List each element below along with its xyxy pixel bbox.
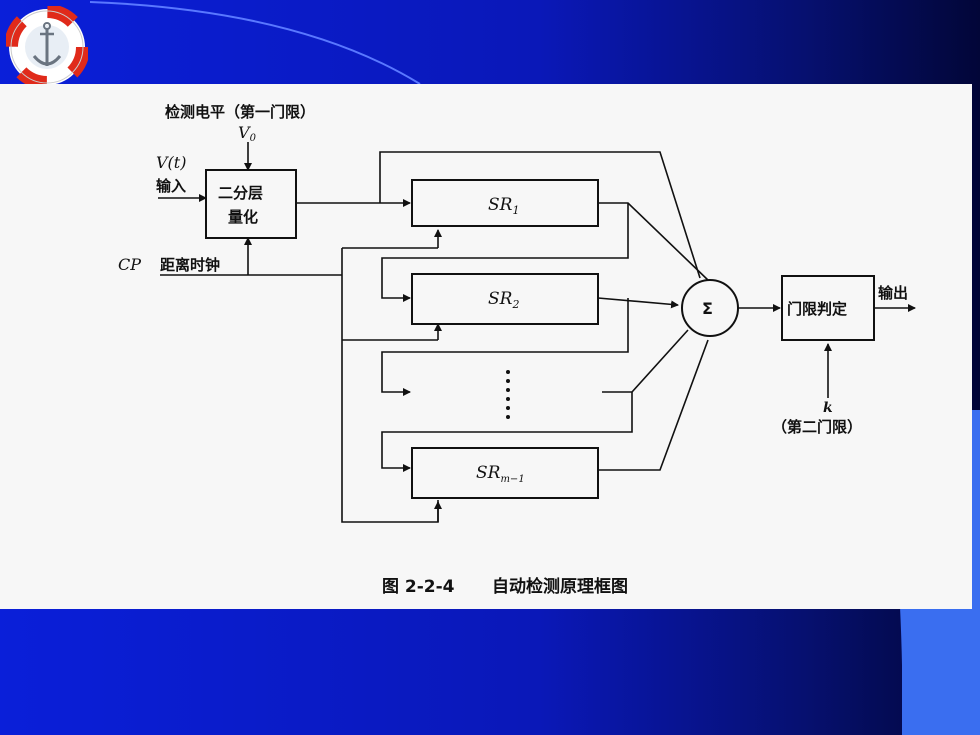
decision-label: 门限判定 [787,300,847,318]
sr2-label: SR2 [488,289,519,311]
quantizer-label-2: 量化 [228,208,258,226]
slide-top-arc [89,1,421,84]
sigma-label: Σ [702,299,713,318]
caption-text: 自动检测原理框图 [492,576,628,597]
v0-label: V0 [238,123,257,144]
decision-block [781,275,875,341]
quantizer-label-1: 二分层 [218,184,263,202]
sum-node [681,279,739,337]
cp-label: CP [118,255,141,274]
block-diagram: 检测电平（第一门限） V0 V(t) 输入 二分层 量化 CP 距离时钟 SR1… [118,103,916,597]
caption-number: 图 2-2-4 [382,577,455,597]
sr1-label: SR1 [488,195,519,217]
quantizer-block [205,169,297,239]
k-label: k [823,400,833,416]
input-label: 输入 [156,177,186,195]
srm-block [411,447,599,499]
srm-label: SRm−1 [476,463,525,485]
ellipsis-dots [506,370,510,419]
sr1-block [411,179,599,227]
level-label: 检测电平（第一门限） [165,103,315,121]
sr2-block [411,273,599,325]
second-threshold-label: （第二门限） [772,418,862,436]
vt-label: V(t) [156,153,186,172]
lifebuoy-anchor-icon [6,6,88,88]
diagram-figure: 检测电平（第一门限） V0 V(t) 输入 二分层 量化 CP 距离时钟 SR1… [0,84,972,609]
output-label: 输出 [878,284,908,302]
cp-text: 距离时钟 [160,256,220,274]
